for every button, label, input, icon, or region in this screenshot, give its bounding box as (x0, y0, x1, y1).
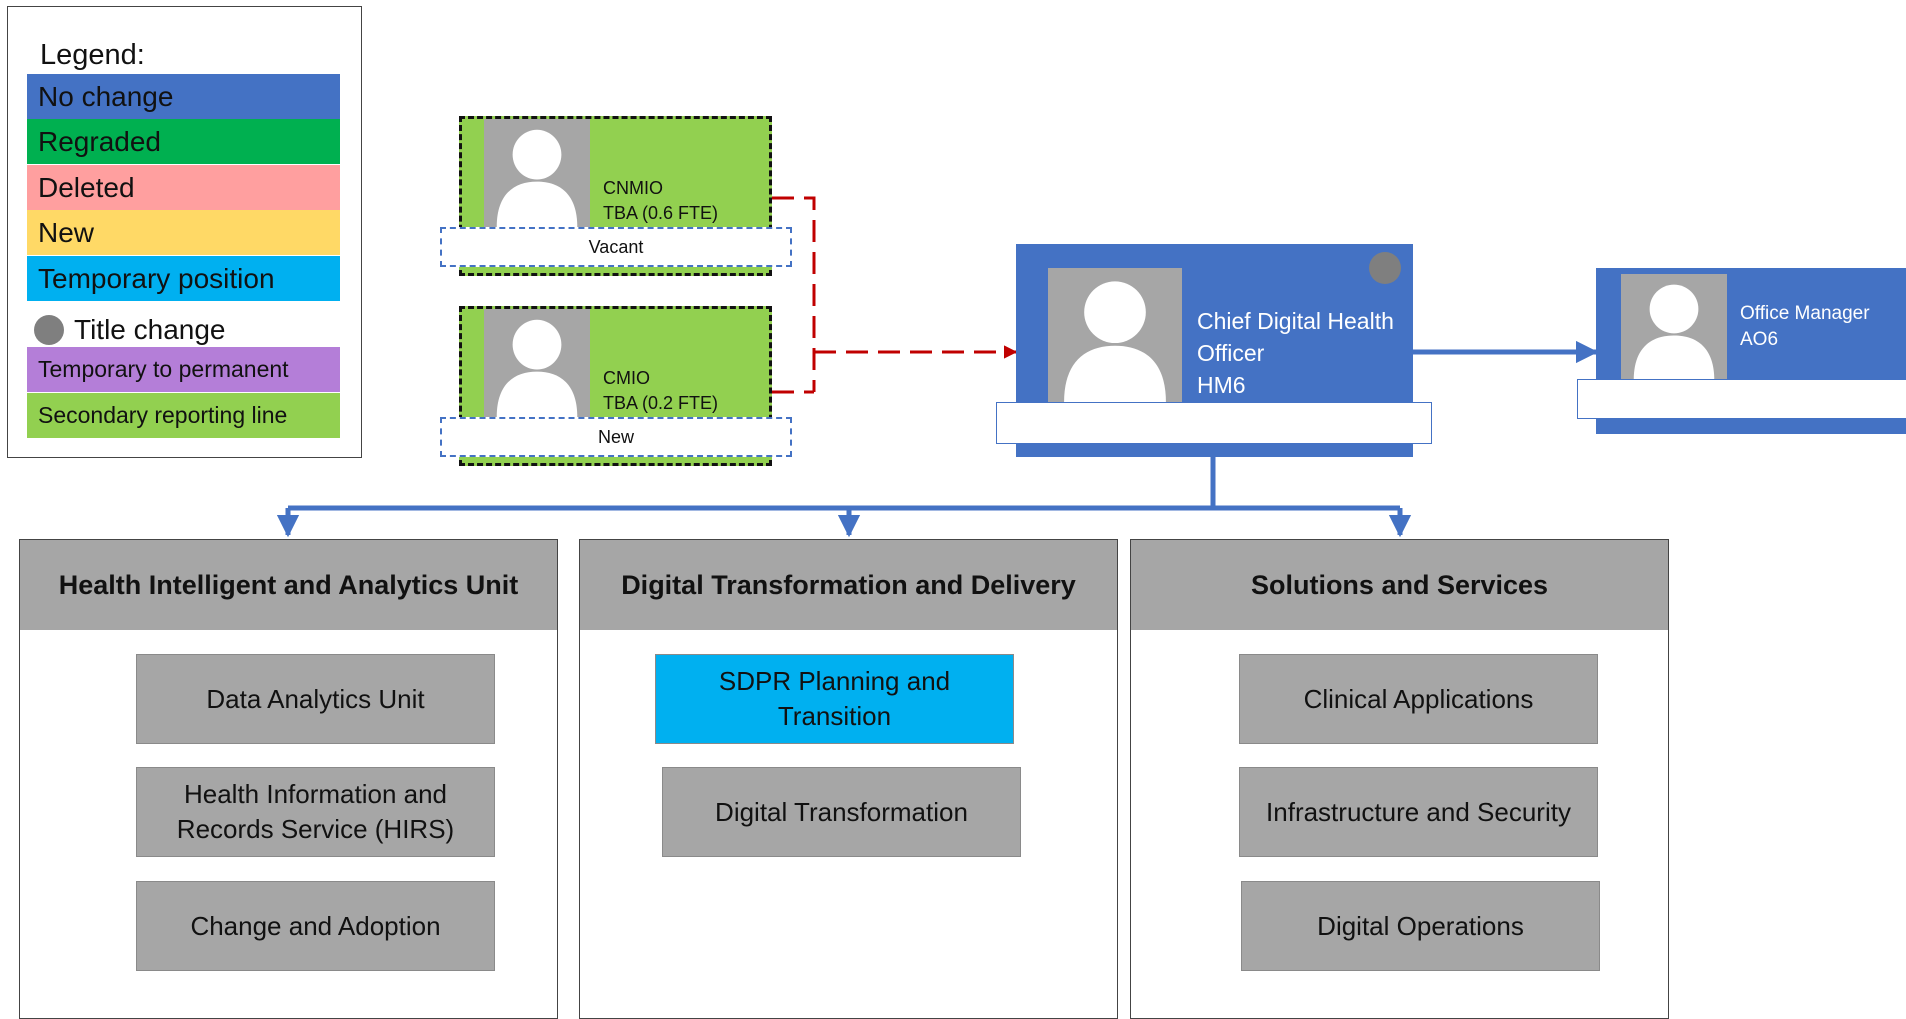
secondary-reporting-connector (772, 196, 1018, 394)
cmio-detail: TBA (0.2 FTE) (603, 393, 719, 413)
division-title: Solutions and Services (1131, 540, 1668, 630)
legend-item-new: New (27, 210, 340, 255)
office-manager-name-plate (1577, 379, 1906, 419)
legend-item-temporary-to-permanent: Temporary to permanent (27, 347, 340, 392)
cmio-card-text: CMIO TBA (0.2 FTE) (603, 366, 718, 416)
cnmio-detail: TBA (0.6 FTE) (603, 203, 719, 223)
legend-item-no-change: No change (27, 74, 340, 119)
office-manager-title: Office Manager AO6 (1740, 301, 1870, 353)
office-manager-grade: AO6 (1740, 329, 1779, 350)
person-placeholder-icon (1621, 274, 1727, 380)
chief-name-plate (996, 402, 1432, 444)
cmio-status-label: New (440, 417, 792, 457)
cnmio-status-label: Vacant (440, 227, 792, 267)
unit-box: Change and Adoption (136, 881, 495, 971)
legend-item-deleted: Deleted (27, 165, 340, 210)
legend: Legend: No change Regraded Deleted New T… (7, 6, 362, 458)
division-title: Health Intelligent and Analytics Unit (20, 540, 557, 630)
division-connectors (276, 457, 1412, 538)
unit-box: Infrastructure and Security (1239, 767, 1598, 857)
division-panel-solutions-services: Solutions and Services Clinical Applicat… (1130, 539, 1669, 1019)
office-manager-role: Office Manager (1740, 303, 1870, 324)
legend-item-regraded: Regraded (27, 119, 340, 164)
cmio-title: CMIO (603, 368, 650, 388)
chief-title: Chief Digital Health Officer HM6 (1197, 305, 1394, 401)
legend-item-secondary-reporting-line: Secondary reporting line (27, 393, 340, 438)
division-panel-health-intelligence: Health Intelligent and Analytics Unit Da… (19, 539, 558, 1019)
unit-box-temporary: SDPR Planning and Transition (655, 654, 1014, 744)
legend-item-title-change: Title change (34, 310, 226, 350)
chief-title-line2: Officer (1197, 340, 1265, 366)
person-placeholder-icon (484, 309, 590, 417)
unit-box: Clinical Applications (1239, 654, 1598, 744)
legend-item-temporary-position: Temporary position (27, 256, 340, 301)
legend-item-title-change-label: Title change (74, 314, 226, 345)
unit-box: Data Analytics Unit (136, 654, 495, 744)
person-placeholder-icon (484, 119, 590, 227)
cnmio-title: CNMIO (603, 178, 663, 198)
unit-box: Health Information and Records Service (… (136, 767, 495, 857)
legend-title: Legend: (40, 39, 145, 71)
title-change-indicator-icon (1369, 252, 1401, 284)
unit-box: Digital Transformation (662, 767, 1021, 857)
unit-box: Digital Operations (1241, 881, 1600, 971)
title-change-dot-icon (34, 315, 64, 345)
chief-title-line1: Chief Digital Health (1197, 308, 1394, 334)
division-title: Digital Transformation and Delivery (580, 540, 1117, 630)
division-panel-digital-transformation: Digital Transformation and Delivery SDPR… (579, 539, 1118, 1019)
person-placeholder-icon (1048, 268, 1182, 402)
cnmio-card-text: CNMIO TBA (0.6 FTE) (603, 176, 718, 226)
chief-grade: HM6 (1197, 372, 1246, 398)
